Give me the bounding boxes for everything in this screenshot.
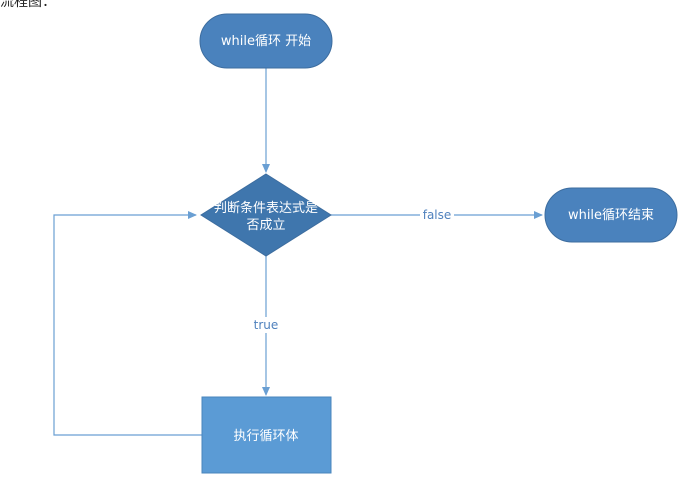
connector-body-loop-back xyxy=(53,211,202,436)
start-terminal xyxy=(199,13,333,69)
false-label: false xyxy=(423,208,452,222)
start-terminal-label: while循环 开始 xyxy=(221,34,311,49)
condition-label-line1: 判断条件表达式是 xyxy=(214,200,318,216)
end-terminal xyxy=(544,187,678,243)
flowchart-caption: 流程图： xyxy=(0,0,56,10)
true-label: true xyxy=(254,318,279,332)
loop-body-label: 执行循环体 xyxy=(233,429,298,444)
end-terminal-label: while循环结束 xyxy=(568,208,654,223)
condition-label-line2: 否成立 xyxy=(246,218,285,233)
condition-decision xyxy=(200,173,332,257)
false-label-bg xyxy=(420,207,454,223)
true-label-bg xyxy=(251,317,281,333)
loop-body-process xyxy=(201,396,332,474)
